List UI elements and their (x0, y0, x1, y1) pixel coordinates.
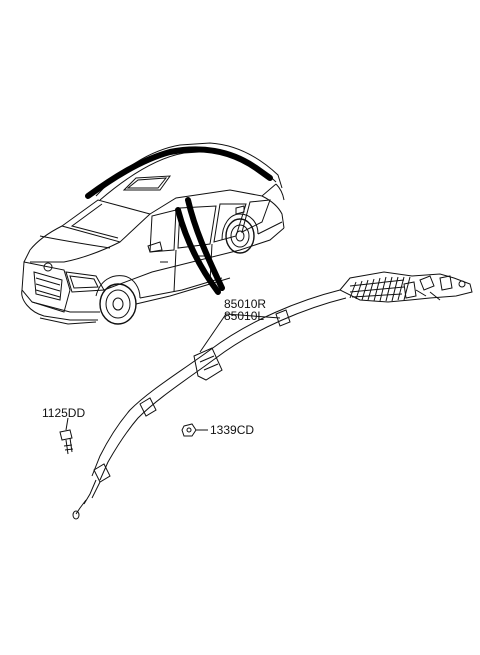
callout-85010l: 85010L (224, 309, 264, 323)
callout-1125dd: 1125DD (42, 406, 85, 420)
curtain-airbag-assembly (72, 271, 473, 520)
vehicle-illustration (21, 142, 285, 325)
callout-85010r: 85010R (224, 297, 266, 311)
callout-1339cd: 1339CD (210, 423, 254, 437)
bolt-part (59, 429, 74, 455)
nut-part (181, 423, 197, 437)
leader-lines (65, 313, 281, 431)
